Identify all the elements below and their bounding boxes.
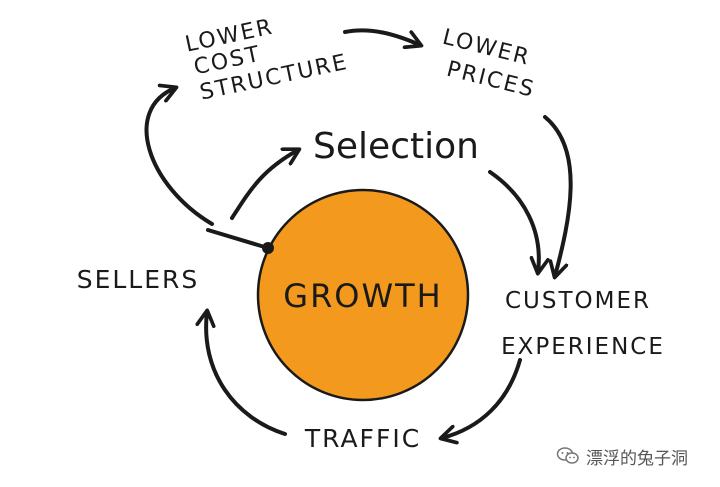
arrow-prices-to-experience <box>543 115 573 276</box>
watermark: 漂浮的兔子洞 <box>552 442 692 470</box>
sellers-label: SELLERS <box>77 265 200 294</box>
line-sellers-to-growth <box>206 228 270 250</box>
svg-text:CUSTOMER: CUSTOMER <box>505 288 651 314</box>
arrow-sellers-to-cost-structure <box>144 88 214 226</box>
svg-text:EXPERIENCE: EXPERIENCE <box>501 334 665 360</box>
lower-prices-label: LOWER PRICES <box>440 25 538 103</box>
growth-label: GROWTH <box>283 277 442 315</box>
selection-label: Selection <box>313 126 479 167</box>
arrow-cost-to-prices <box>343 28 420 45</box>
customer-experience-label: CUSTOMER EXPERIENCE <box>501 288 665 360</box>
arrow-selection-to-experience <box>488 170 539 272</box>
arrow-traffic-to-sellers <box>206 312 287 436</box>
arrow-experience-to-traffic <box>442 358 522 438</box>
wechat-icon <box>556 447 579 464</box>
lower-cost-structure-label: LOWER COST STRUCTURE <box>183 15 351 106</box>
traffic-label: TRAFFIC <box>304 424 421 453</box>
watermark-text: 漂浮的兔子洞 <box>586 448 688 469</box>
arrow-sellers-to-selection <box>230 150 298 220</box>
growth-circle <box>256 188 470 402</box>
